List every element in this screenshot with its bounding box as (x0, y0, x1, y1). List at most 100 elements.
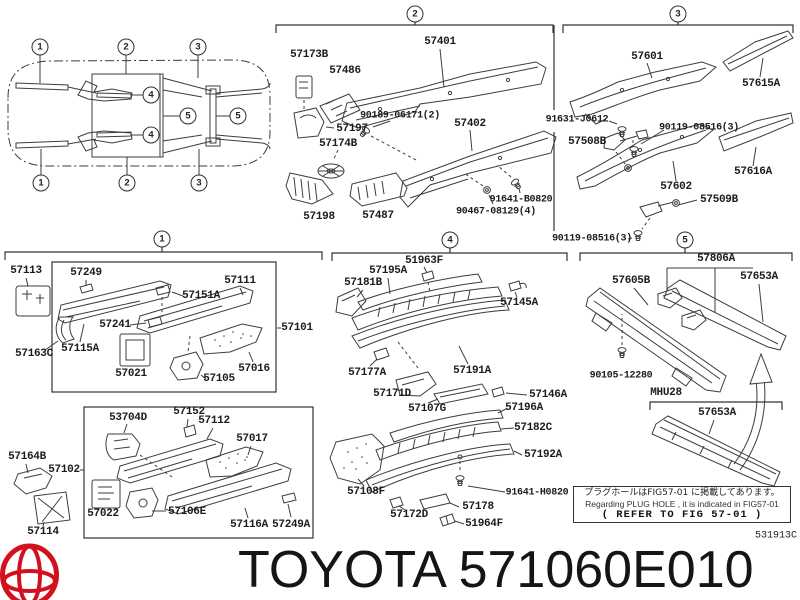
part-label-57241: 57241 (99, 319, 131, 331)
note-line-english: Regarding PLUG HOLE , it is indicated in… (585, 498, 779, 509)
part-label-57173B: 57173B (290, 49, 328, 61)
part-label-57101: 57101 (281, 322, 313, 334)
callout-4-upper: 4 (142, 86, 160, 104)
section-4-number: 4 (441, 231, 459, 249)
callout-3-bottom: 3 (190, 174, 208, 192)
part-label-57653A-lower: 57653A (698, 407, 736, 419)
car-overview-drawing (7, 55, 271, 175)
part-label-90119-08516-bottom: 90119-08516(3) (552, 233, 632, 245)
part-label-53704D: 53704D (109, 412, 147, 424)
part-label-57653A-upper: 57653A (740, 271, 778, 283)
callout-4-lower: 4 (142, 126, 160, 144)
section-frames (4, 22, 794, 539)
part-label-57605B: 57605B (612, 275, 650, 287)
car-body-outline (7, 59, 271, 167)
section-1-number: 1 (153, 230, 171, 248)
part-label-51964F: 51964F (465, 518, 503, 530)
part-label-57016: 57016 (238, 363, 270, 375)
part-label-91641-B0820: 91641-B0820 (489, 194, 553, 206)
part-label-57115A: 57115A (61, 343, 99, 355)
plug-hole-note-box: プラグホールはFIG57-01 に掲載してあります。 Regarding PLU… (573, 486, 791, 523)
callout-2-top: 2 (117, 38, 135, 56)
part-label-57509B: 57509B (700, 194, 738, 206)
part-label-90105-12280: 90105-12280 (589, 370, 653, 382)
part-label-57146A: 57146A (529, 389, 567, 401)
callout-3-top: 3 (189, 38, 207, 56)
part-label-57102: 57102 (48, 464, 80, 476)
section3-parts (569, 30, 794, 241)
part-label-57112: 57112 (198, 415, 230, 427)
callout-1-bottom: 1 (32, 174, 50, 192)
part-label-57152: 57152 (173, 406, 205, 418)
part-label-57111: 57111 (224, 275, 256, 287)
part-label-57616A: 57616A (734, 166, 772, 178)
part-label-57022: 57022 (87, 508, 119, 520)
section-2-number: 2 (406, 5, 424, 23)
section-3-number: 3 (669, 5, 687, 23)
part-label-57105: 57105 (203, 373, 235, 385)
part-label-57601: 57601 (631, 51, 663, 63)
part-label-57178: 57178 (462, 501, 494, 513)
part-label-57145A: 57145A (500, 297, 538, 309)
part-label-57021: 57021 (115, 368, 147, 380)
part-label-57198: 57198 (303, 211, 335, 223)
part-label-57195A: 57195A (369, 265, 407, 277)
lower-box-parts (13, 418, 297, 527)
part-label-57602: 57602 (660, 181, 692, 193)
part-label-57106E: 57106E (168, 506, 206, 518)
note-line-refer: ( REFER TO FIG 57-01 ) (601, 508, 763, 521)
part-label-57401: 57401 (424, 36, 456, 48)
section-5-number: 5 (676, 231, 694, 249)
section2-parts (285, 48, 557, 208)
part-label-57164B: 57164B (8, 451, 46, 463)
part-label-57249: 57249 (70, 267, 102, 279)
footer-title: TOYOTA 571060E010 (238, 544, 754, 596)
callout-1-top: 1 (31, 38, 49, 56)
callout-2-bottom: 2 (118, 174, 136, 192)
part-label-91631-J0612: 91631-J0612 (545, 114, 609, 126)
drawing-ref-code: 531913C (754, 530, 798, 542)
part-label-90467-08129: 90467-08129(4) (456, 206, 536, 218)
part-label-57181B: 57181B (344, 277, 382, 289)
part-label-57108F: 57108F (347, 486, 385, 498)
note-line-japanese: プラグホールはFIG57-01 に掲載してあります。 (584, 488, 780, 498)
callout-5-left: 5 (179, 107, 197, 125)
part-label-57113: 57113 (10, 265, 42, 277)
part-label-57806A: 57806A (697, 253, 735, 265)
part-label-57172D: 57172D (390, 509, 428, 521)
section1-parts (15, 277, 281, 381)
main-part-number: 571060E010 (458, 541, 754, 599)
section5-parts (585, 267, 787, 487)
part-label-57615A: 57615A (742, 78, 780, 90)
part-label-91641-H0820: 91641-H0820 (505, 487, 569, 499)
part-label-57191A: 57191A (453, 365, 491, 377)
part-label-57249A: 57249A (272, 519, 310, 531)
texture-dots (214, 331, 368, 470)
section4-parts (329, 266, 528, 527)
part-label-90119-08516-top: 90119-08516(3) (659, 122, 739, 134)
part-label-MHU28: MHU28 (650, 387, 682, 399)
part-label-57114: 57114 (27, 526, 59, 538)
brand-name: TOYOTA (238, 541, 445, 599)
part-label-57192A: 57192A (524, 449, 562, 461)
part-label-57197: 57197 (336, 123, 368, 135)
part-label-57151A: 57151A (182, 290, 220, 302)
part-label-57171D: 57171D (373, 388, 411, 400)
part-label-57017: 57017 (236, 433, 268, 445)
part-label-57182C: 57182C (514, 422, 552, 434)
part-label-57163C: 57163C (15, 348, 53, 360)
part-label-57107G: 57107G (408, 403, 446, 415)
callout-5-right: 5 (229, 107, 247, 125)
part-label-57508B: 57508B (568, 136, 606, 148)
part-label-90189-06171: 90189-06171(2) (360, 110, 440, 122)
toyota-logo-icon (0, 543, 59, 600)
part-label-57486: 57486 (329, 65, 361, 77)
part-label-57116A: 57116A (230, 519, 268, 531)
part-label-57177A: 57177A (348, 367, 386, 379)
part-label-57402: 57402 (454, 118, 486, 130)
part-label-51963F: 51963F (405, 255, 443, 267)
part-label-57196A: 57196A (505, 402, 543, 414)
part-label-57174B: 57174B (319, 138, 357, 150)
